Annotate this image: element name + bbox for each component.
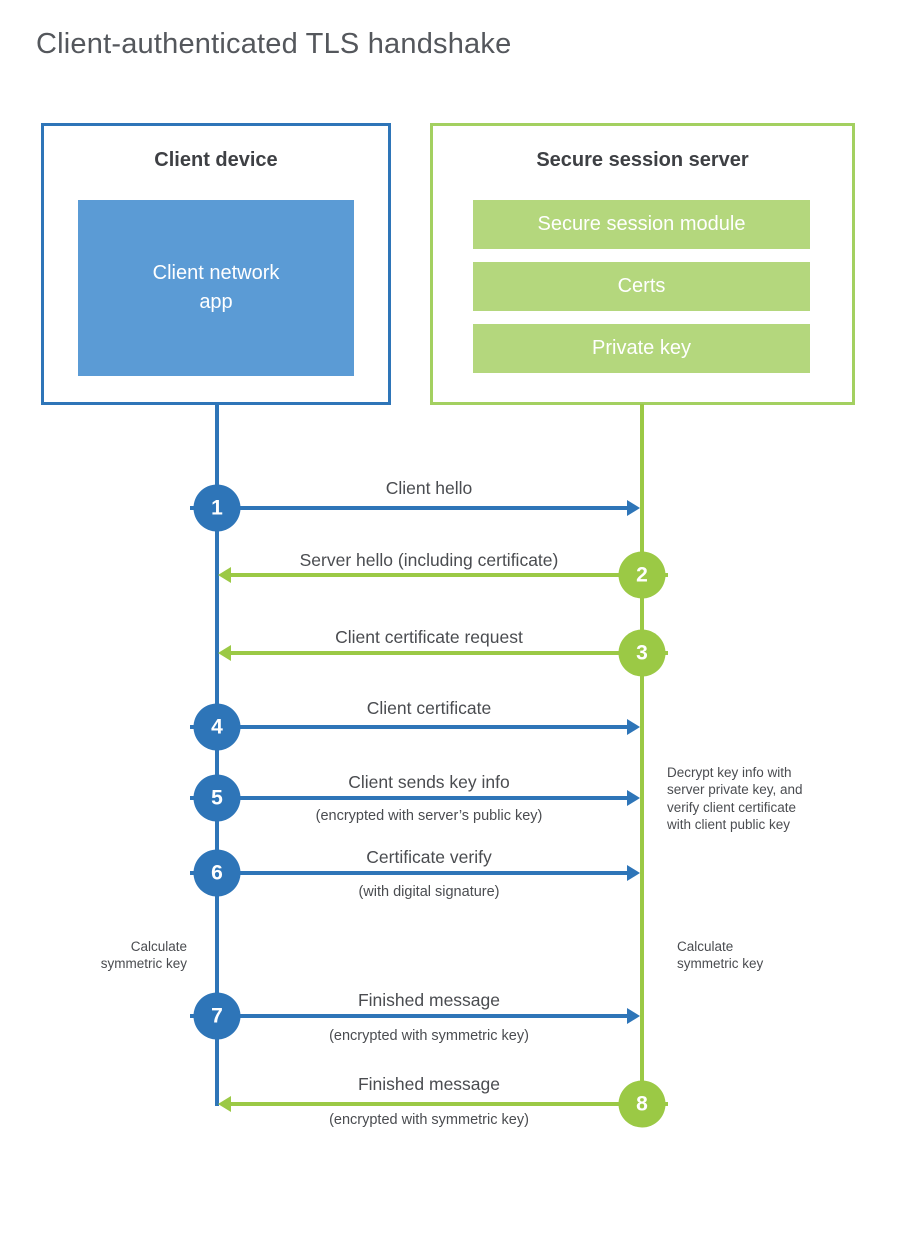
step-3-arrow [231, 651, 668, 655]
step-1-label: Client hello [385, 478, 473, 498]
step-7-label: Finished message [357, 990, 501, 1010]
client-device-title: Client device [154, 149, 278, 171]
step-3-label: Client certificate request [335, 627, 523, 647]
step-3-badge: 3 [618, 629, 666, 677]
step-5-arrow [190, 796, 627, 800]
step-1-arrow [190, 506, 627, 510]
step-5-label: Client sends key info [348, 772, 510, 792]
client-device-box: Client device Client network app [41, 123, 391, 405]
step-5-badge: 5 [193, 774, 241, 822]
page-title: Client-authenticated TLS handshake [36, 28, 512, 60]
step-7-badge: 7 [193, 992, 241, 1040]
step-6-sublabel: (with digital signature) [358, 884, 500, 900]
step-4-badge: 4 [193, 703, 241, 751]
server-module-secure-session-module: Secure session module [473, 200, 810, 249]
step-7-arrow [190, 1014, 627, 1018]
step-8-label: Finished message [357, 1074, 501, 1094]
step-1-badge: 1 [193, 484, 241, 532]
server-box-title: Secure session server [536, 149, 749, 171]
client-lifeline [215, 404, 219, 1106]
server-lifeline [640, 404, 644, 1104]
annotation-calculate-symmetric-key-right: Calculate symmetric key [677, 939, 764, 972]
step-2-arrow [231, 573, 668, 577]
step-2-badge: 2 [618, 551, 666, 599]
client-network-app-box: Client network app [78, 200, 354, 376]
step-2-label: Server hello (including certificate) [299, 550, 559, 570]
step-8-sublabel: (encrypted with symmetric key) [329, 1112, 529, 1128]
step-4-label: Client certificate [366, 698, 492, 718]
step-6-badge: 6 [193, 849, 241, 897]
step-8-badge: 8 [618, 1080, 666, 1128]
step-7-sublabel: (encrypted with symmetric key) [329, 1028, 529, 1044]
step-6-arrow [190, 871, 627, 875]
annotation-decrypt-key-info: Decrypt key info with server private key… [667, 765, 803, 832]
step-5-sublabel: (encrypted with server’s public key) [315, 808, 543, 824]
step-6-label: Certificate verify [366, 847, 492, 867]
step-4-arrow [190, 725, 627, 729]
annotation-calculate-symmetric-key-left: Calculate symmetric key [100, 939, 187, 972]
secure-session-server-box: Secure session server Secure session mod… [430, 123, 855, 405]
step-8-arrow [231, 1102, 668, 1106]
server-module-private-key: Private key [473, 324, 810, 373]
server-module-certs: Certs [473, 262, 810, 311]
